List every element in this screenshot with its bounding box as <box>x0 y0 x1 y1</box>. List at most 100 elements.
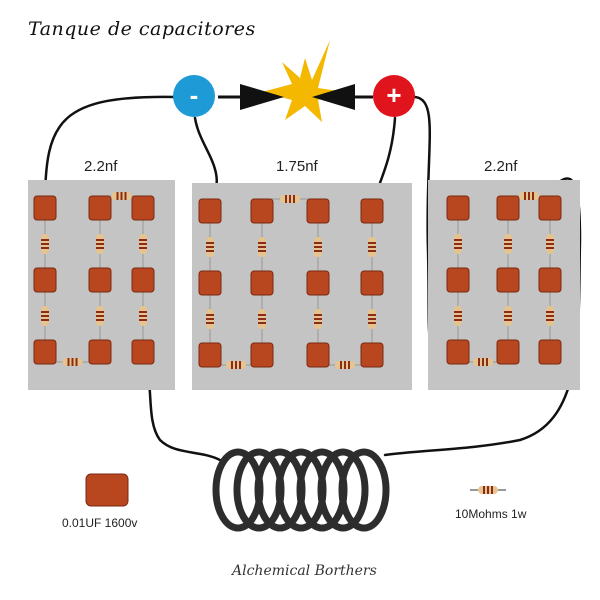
capacitor-body <box>306 342 330 368</box>
resistor-icon <box>368 237 376 257</box>
resistor-icon <box>314 309 322 329</box>
resistor-band <box>546 239 554 241</box>
capacitor-body <box>198 270 222 296</box>
capacitor-icon <box>306 342 330 368</box>
capacitor-body <box>131 267 155 293</box>
coil-turn <box>317 448 369 532</box>
capacitor-icon <box>198 342 222 368</box>
resistor-icon <box>335 361 355 369</box>
capacitor-body <box>538 339 562 365</box>
capacitor-body <box>33 267 57 293</box>
capacitor-body <box>360 198 384 224</box>
resistor-band <box>258 322 266 324</box>
resistor-band <box>546 319 554 321</box>
capacitor-icon <box>306 198 330 224</box>
resistor-icon <box>314 237 322 257</box>
capacitor-body <box>360 270 384 296</box>
resistor-band <box>486 358 488 366</box>
capacitor-icon <box>360 270 384 296</box>
resistor-band <box>368 318 376 320</box>
resistor-band <box>314 318 322 320</box>
capacitor-icon <box>496 267 520 293</box>
panel-label-right: 2.2nf <box>484 158 518 175</box>
resistor-band <box>124 192 127 200</box>
capacitor-body <box>131 195 155 221</box>
panel-label-left: 2.2nf <box>84 158 118 175</box>
resistor-band <box>96 319 104 321</box>
capacitor-icon <box>496 339 520 365</box>
resistor-icon <box>546 234 554 254</box>
resistor-band <box>139 311 147 313</box>
resistor-band <box>314 242 322 244</box>
resistor-band <box>206 322 214 324</box>
resistor-icon <box>280 195 300 203</box>
resistor-band <box>483 486 485 494</box>
resistor-band <box>340 361 342 369</box>
capacitor-icon <box>198 270 222 296</box>
capacitor-body <box>250 198 274 224</box>
capacitor-legend-icon <box>85 473 129 507</box>
resistor-icon <box>368 309 376 329</box>
capacitor-icon <box>88 195 112 221</box>
positive-terminal: + <box>373 75 415 117</box>
resistor-band <box>258 246 266 248</box>
capacitor-icon <box>198 198 222 224</box>
resistor-band <box>454 319 462 321</box>
resistor-band <box>293 195 295 203</box>
resistor-band <box>528 192 530 200</box>
capacitor-icon <box>250 198 274 224</box>
capacitor-body <box>496 267 520 293</box>
capacitor-body <box>88 195 112 221</box>
resistor-spec-label: 10Mohms 1w <box>455 507 527 521</box>
resistor-icon <box>546 306 554 326</box>
resistor-icon <box>111 192 132 200</box>
capacitor-body <box>538 195 562 221</box>
resistor-band <box>235 361 237 369</box>
capacitor-icon <box>360 342 384 368</box>
capacitor-body <box>131 339 155 365</box>
resistor-icon <box>41 234 49 254</box>
capacitor-icon <box>446 195 470 221</box>
resistor-band <box>532 192 534 200</box>
resistor-band <box>454 311 462 313</box>
resistor-band <box>314 246 322 248</box>
capacitor-body <box>306 270 330 296</box>
resistor-band <box>96 247 104 249</box>
resistor-band <box>71 358 74 366</box>
resistor-band <box>504 315 512 317</box>
arrow-right-icon <box>240 84 284 110</box>
resistor-band <box>504 247 512 249</box>
resistor-band <box>546 315 554 317</box>
resistor-band <box>41 243 49 245</box>
resistor-icon <box>62 358 83 366</box>
resistor-band <box>478 358 480 366</box>
resistor-band <box>41 315 49 317</box>
resistor-band <box>116 192 119 200</box>
capacitor-icon <box>131 339 155 365</box>
capacitor-icon <box>538 339 562 365</box>
capacitor-icon <box>33 195 57 221</box>
capacitor-body <box>88 339 112 365</box>
capacitor-body <box>198 198 222 224</box>
resistor-icon <box>258 237 266 257</box>
capacitor-body <box>446 339 470 365</box>
signature: Alchemical Borthers <box>232 563 377 579</box>
resistor-band <box>368 250 376 252</box>
capacitor-icon <box>131 267 155 293</box>
resistor-band <box>285 195 287 203</box>
panel-label-middle: 1.75nf <box>276 158 318 175</box>
resistor-band <box>258 318 266 320</box>
resistor-band <box>139 239 147 241</box>
resistor-band <box>524 192 526 200</box>
capacitor-body <box>496 339 520 365</box>
capacitor-body <box>446 195 470 221</box>
capacitor-icon <box>446 339 470 365</box>
resistor-band <box>546 311 554 313</box>
resistor-band <box>454 239 462 241</box>
resistor-band <box>206 242 214 244</box>
resistor-band <box>348 361 350 369</box>
resistor-band <box>546 243 554 245</box>
resistor-band <box>258 242 266 244</box>
resistor-band <box>120 192 123 200</box>
